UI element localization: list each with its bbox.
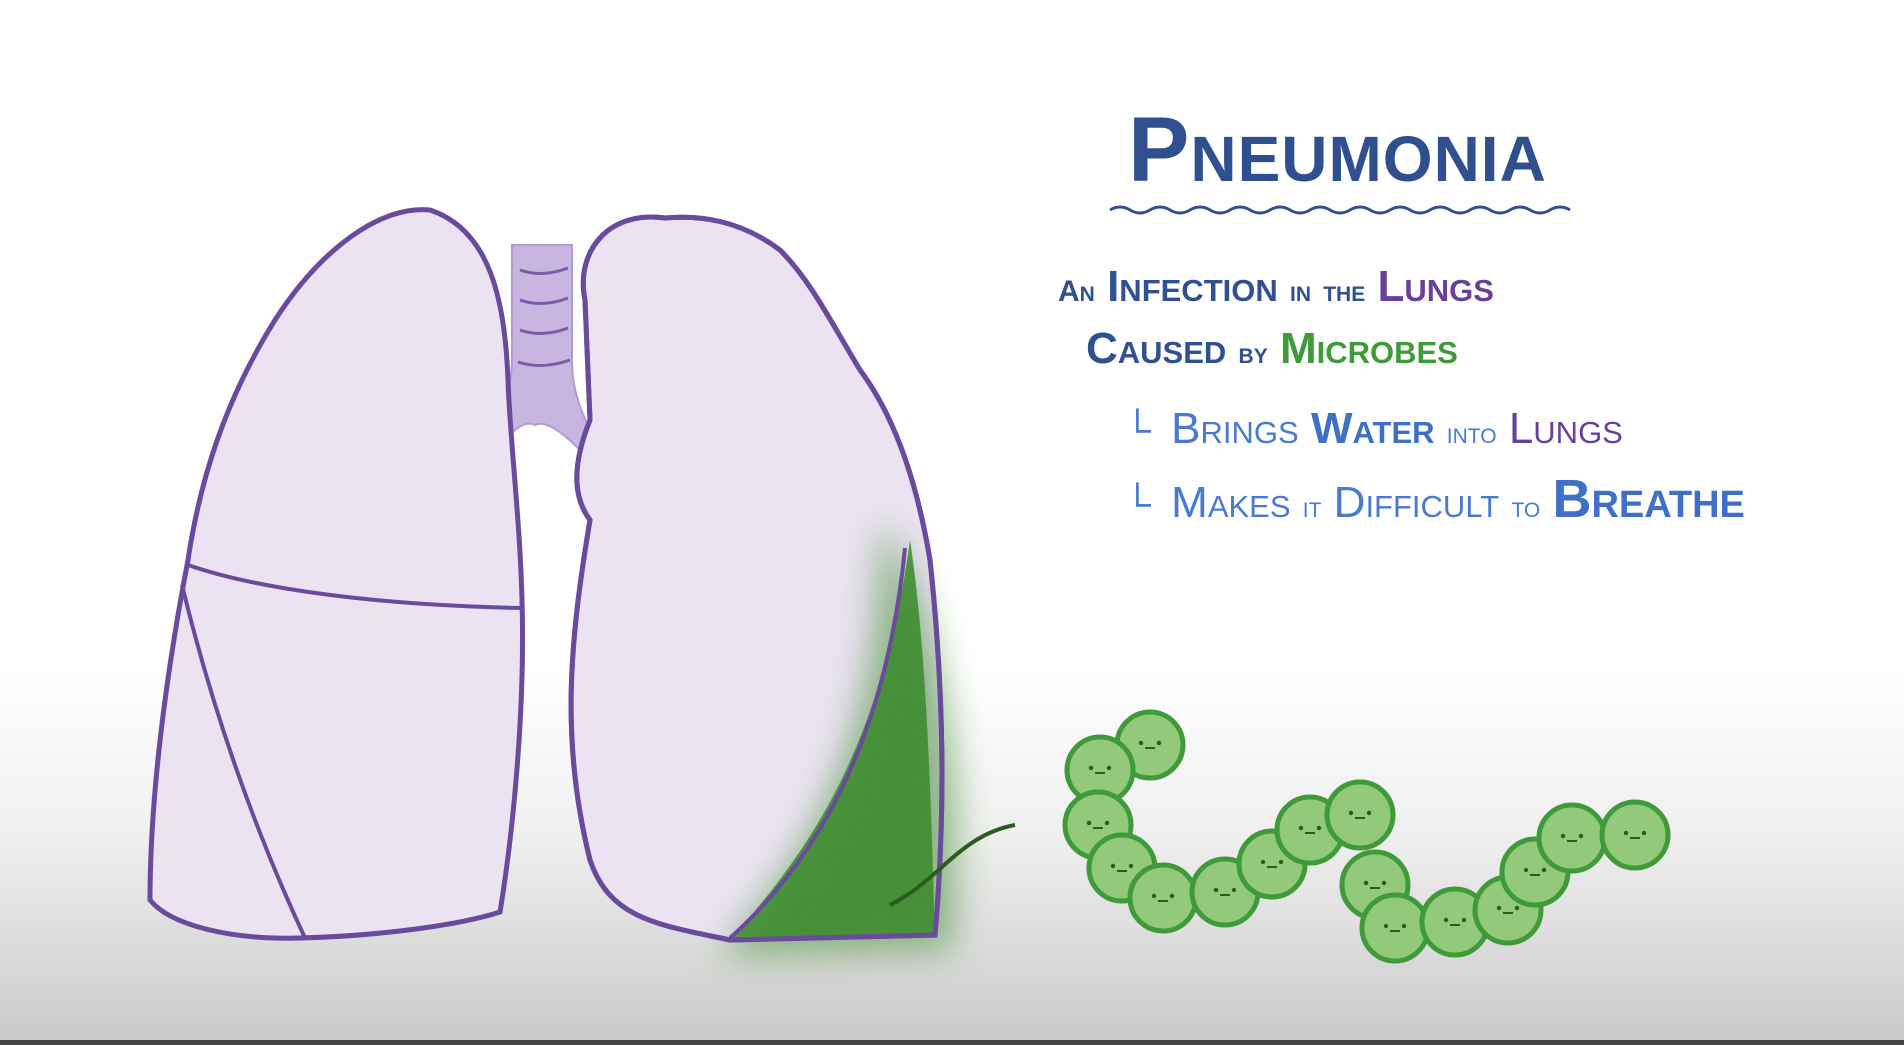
microbe-cell bbox=[1130, 865, 1196, 931]
microbe-eye bbox=[1384, 924, 1388, 928]
microbe-eye bbox=[1367, 811, 1371, 815]
microbe-eye bbox=[1214, 888, 1218, 892]
microbe-cell bbox=[1327, 782, 1393, 848]
microbe-eye bbox=[1261, 860, 1265, 864]
microbe-eye bbox=[1579, 834, 1583, 838]
microbe-eye bbox=[1170, 894, 1174, 898]
microbe-eye bbox=[1157, 741, 1161, 745]
microbe-eye bbox=[1444, 918, 1448, 922]
microbe-eye bbox=[1111, 864, 1115, 868]
microbe-eye bbox=[1515, 906, 1519, 910]
microbe-cell bbox=[1602, 802, 1668, 868]
microbe-cell bbox=[1539, 805, 1605, 871]
microbe-cell bbox=[1362, 895, 1428, 961]
microbe-eye bbox=[1152, 894, 1156, 898]
microbe-eye bbox=[1524, 868, 1528, 872]
microbe-eye bbox=[1139, 741, 1143, 745]
microbe-eye bbox=[1349, 811, 1353, 815]
microbe-eye bbox=[1317, 826, 1321, 830]
microbe-eye bbox=[1107, 766, 1111, 770]
microbe-chain-icon bbox=[1065, 712, 1668, 961]
microbe-eye bbox=[1402, 924, 1406, 928]
microbe-eye bbox=[1279, 860, 1283, 864]
microbe-eye bbox=[1089, 766, 1093, 770]
title-underline bbox=[1110, 207, 1570, 213]
microbe-eye bbox=[1462, 918, 1466, 922]
microbe-eye bbox=[1129, 864, 1133, 868]
microbe-eye bbox=[1105, 821, 1109, 825]
microbe-eye bbox=[1232, 888, 1236, 892]
microbe-eye bbox=[1364, 881, 1368, 885]
microbe-eye bbox=[1561, 834, 1565, 838]
right-lung bbox=[571, 217, 956, 955]
microbe-eye bbox=[1542, 868, 1546, 872]
left-lung bbox=[150, 210, 523, 939]
microbe-eye bbox=[1382, 881, 1386, 885]
microbe-eye bbox=[1087, 821, 1091, 825]
bottom-edge bbox=[0, 1040, 1904, 1045]
microbe-eye bbox=[1624, 831, 1628, 835]
microbe-eye bbox=[1497, 906, 1501, 910]
microbe-eye bbox=[1299, 826, 1303, 830]
microbe-eye bbox=[1642, 831, 1646, 835]
